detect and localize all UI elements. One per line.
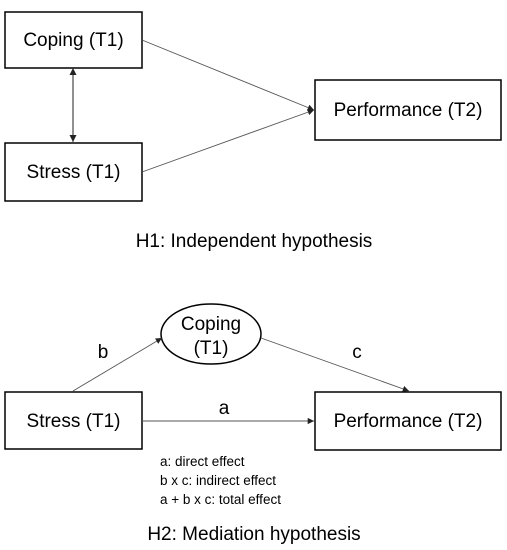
h2-caption: H2: Mediation hypothesis <box>147 524 360 545</box>
performance-box <box>314 391 502 451</box>
path-b-arrow <box>72 337 163 392</box>
coping-box <box>4 11 143 69</box>
legend-direct-effect: a: direct effect <box>160 454 245 469</box>
path-a-label: a <box>219 398 230 419</box>
stress-label: Stress (T1) <box>27 411 121 432</box>
path-c-label: c <box>352 342 362 363</box>
diagram-h2: Coping (T1) Stress (T1) Performance (T2)… <box>4 303 502 545</box>
path-c-arrow <box>260 337 410 392</box>
coping-ellipse <box>160 303 262 365</box>
coping-label-line2: (T1) <box>194 338 229 359</box>
legend-total-effect: a + b x c: total effect <box>160 492 281 507</box>
coping-label: Coping (T1) <box>23 30 123 51</box>
legend-indirect-effect: b x c: indirect effect <box>160 473 276 488</box>
coping-label-line1: Coping <box>181 314 241 335</box>
path-b-label: b <box>98 342 109 363</box>
stress-label: Stress (T1) <box>27 162 121 183</box>
stress-box <box>4 142 143 202</box>
diagram-h1: Coping (T1) Stress (T1) Performance (T2)… <box>4 11 502 252</box>
performance-box <box>314 79 502 141</box>
stress-to-performance-arrow <box>141 109 315 173</box>
coping-to-performance-arrow <box>141 39 315 111</box>
performance-label: Performance (T2) <box>334 411 483 432</box>
stress-box <box>4 391 143 450</box>
performance-label: Performance (T2) <box>334 100 483 121</box>
h1-caption: H1: Independent hypothesis <box>136 231 373 252</box>
